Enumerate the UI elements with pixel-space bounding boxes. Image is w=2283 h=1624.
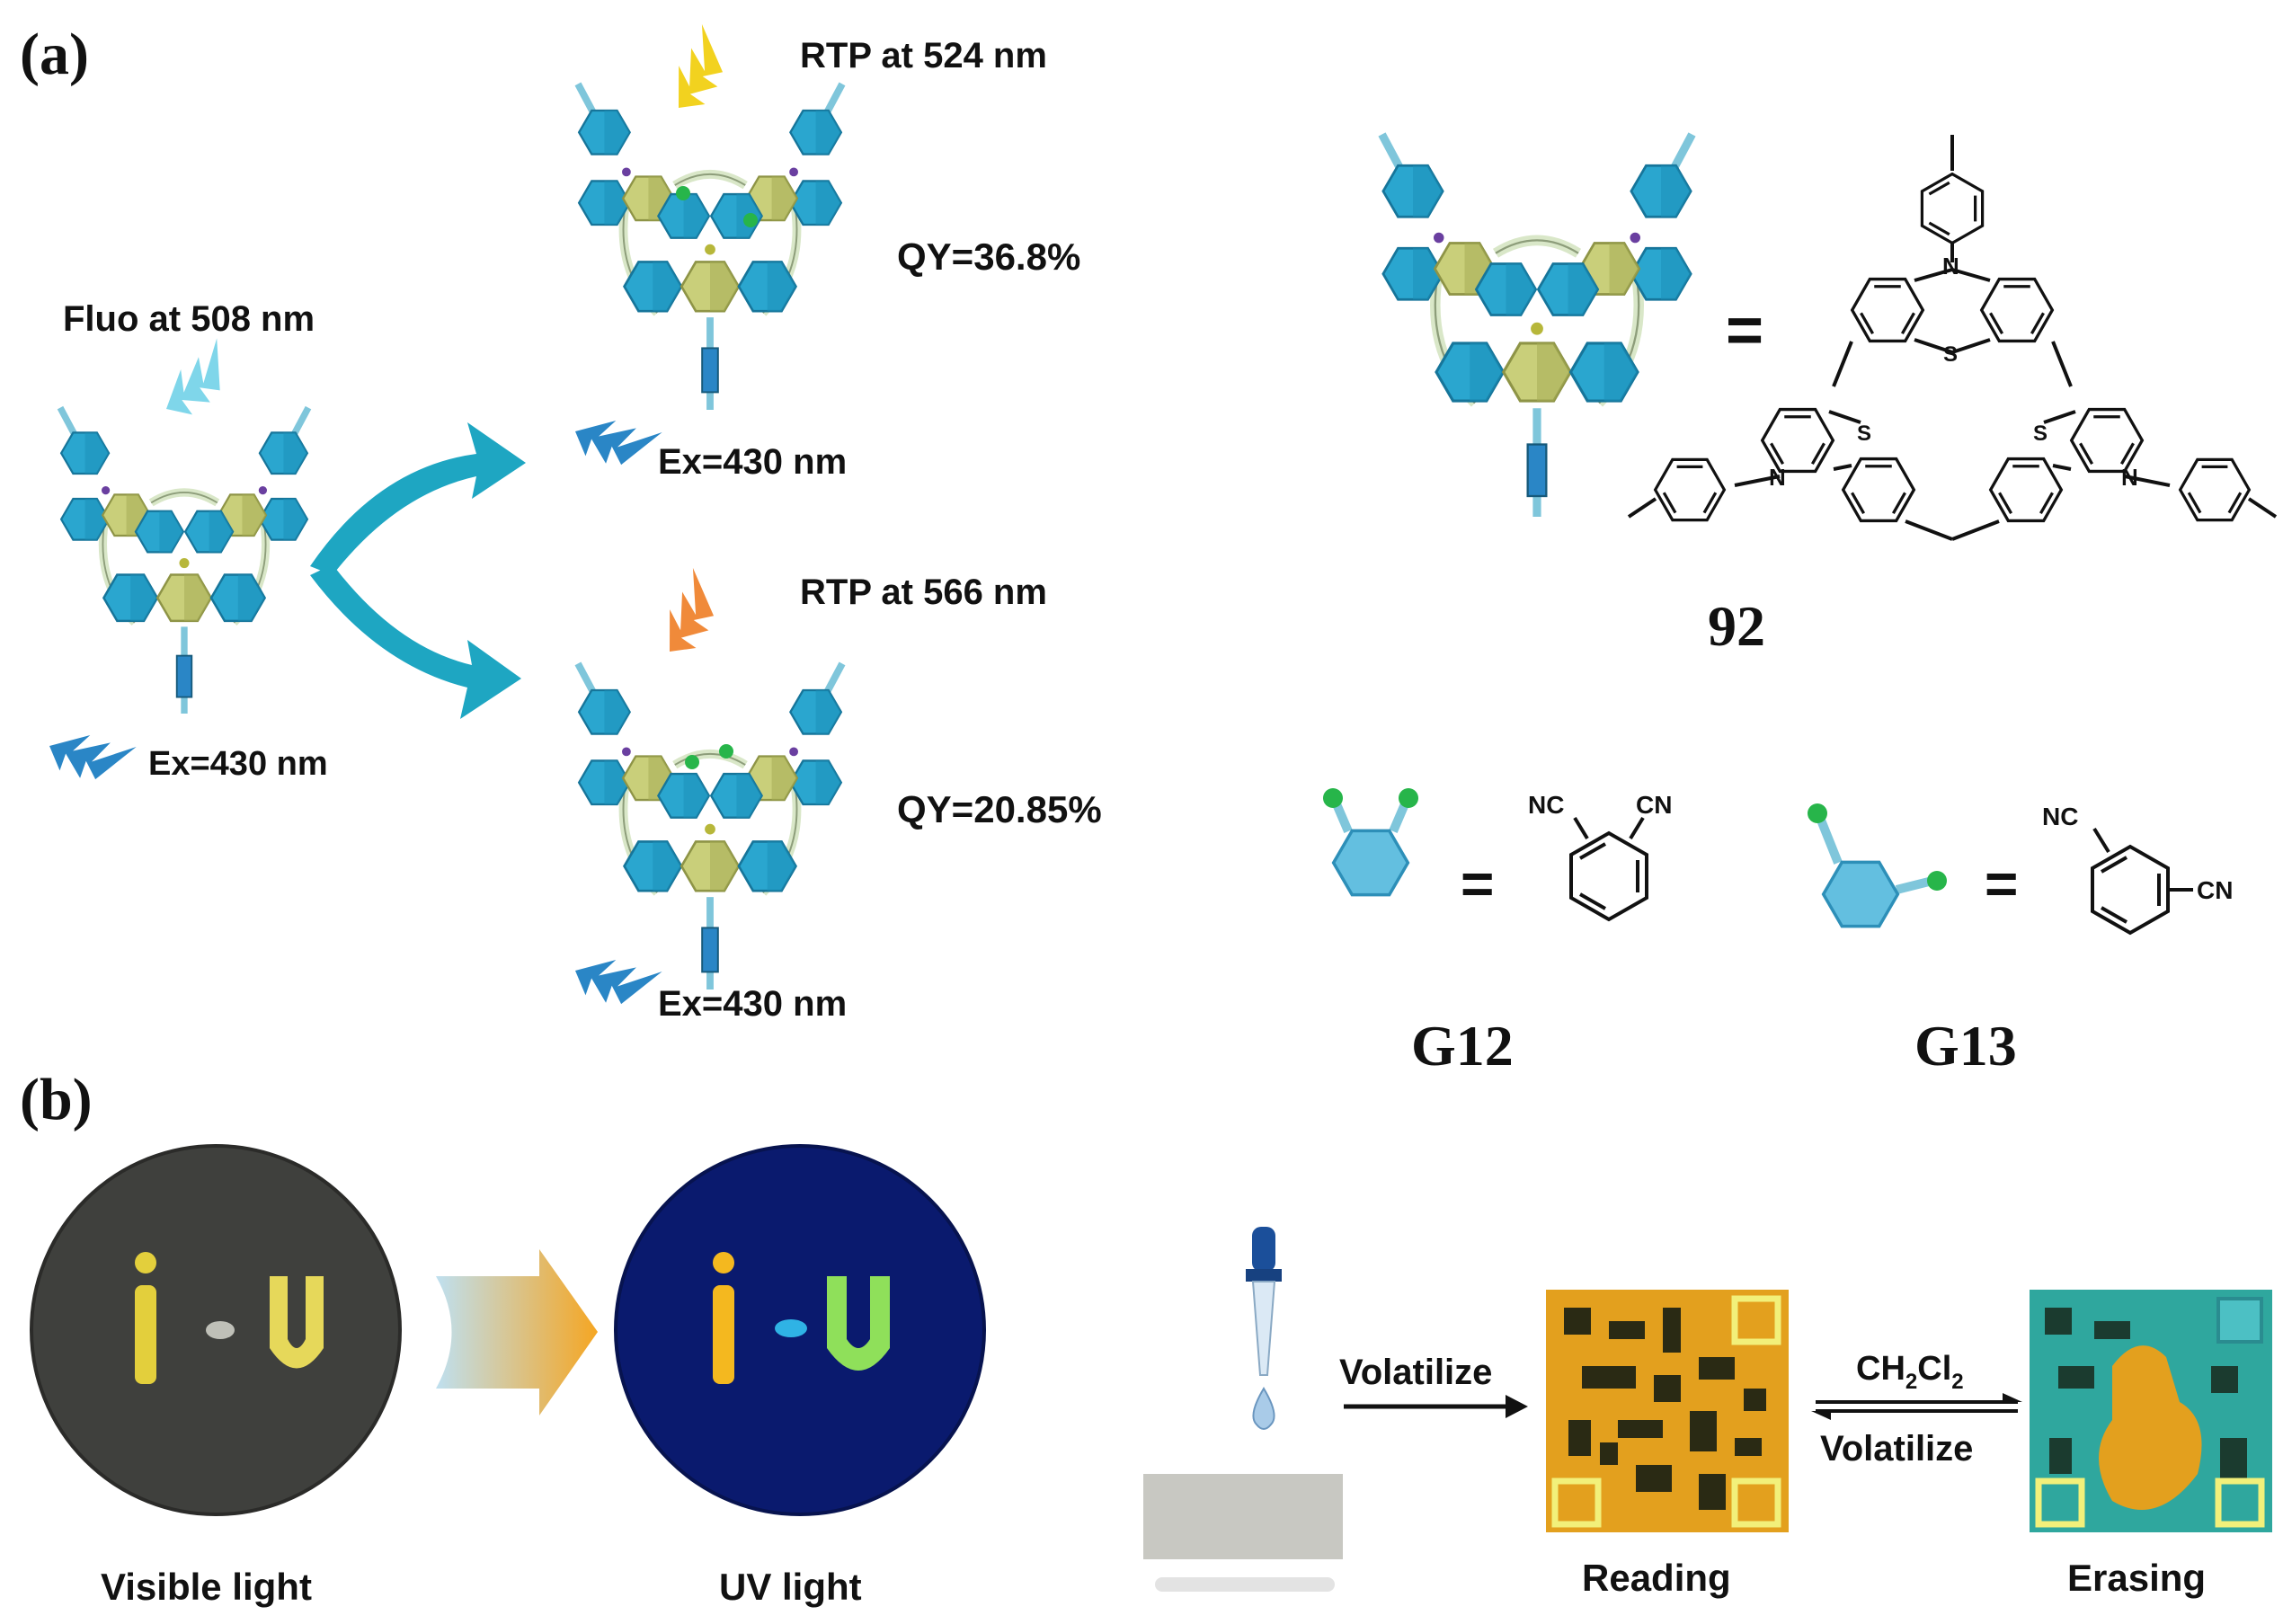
equals-sign: =: [1726, 295, 1763, 367]
guest-g13-label: G13: [1914, 1014, 2017, 1078]
reversible-arrow-icon: [1811, 1393, 2022, 1420]
ex-bottom-label: Ex=430 nm: [658, 984, 847, 1024]
erasing-caption: Erasing: [2067, 1557, 2206, 1599]
rtp-top-label: RTP at 524 nm: [800, 36, 1047, 75]
solvent-sub2: 2: [1951, 1370, 1963, 1394]
guest-g13-icon: [1808, 803, 1947, 927]
ex-top-label: Ex=430 nm: [658, 442, 847, 482]
qr-code-erasing: [2030, 1290, 2272, 1532]
branch-arrow-icon: [310, 422, 526, 719]
host-cage-empty: [1382, 135, 1692, 518]
lightning-bolt-icon: [42, 714, 137, 796]
fluo-label: Fluo at 508 nm: [63, 299, 315, 339]
dropper-icon: [1246, 1227, 1282, 1429]
guest-g12-label: G12: [1411, 1014, 1514, 1078]
guest-g12-icon: [1323, 788, 1418, 895]
volatilize-arrow-label: Volatilize: [1339, 1353, 1492, 1392]
atom-N-top: N: [1942, 253, 1959, 280]
atom-NC: NC: [2042, 803, 2078, 830]
solvent-ch: CH: [1856, 1350, 1905, 1388]
lightning-bolt-icon: [148, 338, 244, 424]
uv-light-photo: [616, 1146, 984, 1514]
lightning-bolt-icon: [568, 938, 662, 1021]
visible-light-caption: Visible light: [101, 1566, 312, 1608]
qy-top-label: QY=36.8%: [897, 235, 1080, 278]
qy-bottom-label: QY=20.85%: [897, 788, 1102, 830]
host-cage-fluo: [60, 408, 308, 714]
atom-S-right: S: [2033, 422, 2048, 446]
paper-strip: [1143, 1474, 1343, 1559]
visible-light-photo: [31, 1146, 400, 1514]
rtp-bottom-label: RTP at 566 nm: [800, 572, 1047, 612]
atom-CN: CN: [1636, 791, 1672, 819]
g13-structure: NC CN: [2042, 803, 2233, 933]
atom-S-left: S: [1857, 422, 1871, 446]
host-cage-g13: [578, 663, 842, 989]
atom-NC: NC: [1528, 791, 1564, 819]
ex-left-label: Ex=430 nm: [148, 745, 328, 783]
forward-arrow-icon: [1344, 1395, 1528, 1418]
reading-caption: Reading: [1582, 1557, 1731, 1599]
transform-arrow-icon: [436, 1249, 598, 1415]
equals-sign: =: [1985, 851, 2018, 916]
atom-N-right: N: [2121, 464, 2138, 491]
solvent-cl: Cl: [1917, 1350, 1951, 1388]
lightning-bolt-icon: [642, 568, 734, 663]
panel-b-label: (b): [20, 1067, 93, 1132]
lightning-bolt-icon: [651, 24, 743, 120]
panel-a-label: (a): [20, 22, 89, 87]
atom-S-top: S: [1943, 342, 1958, 367]
lightning-bolt-icon: [568, 399, 662, 482]
host-cage-g12: [578, 84, 842, 410]
compound-92-label: 92: [1708, 594, 1765, 658]
volatilize-back-label: Volatilize: [1820, 1429, 1973, 1469]
uv-light-caption: UV light: [719, 1566, 862, 1608]
equals-sign: =: [1461, 851, 1494, 916]
atom-CN: CN: [2197, 876, 2233, 904]
paper-shadow: [1155, 1577, 1335, 1592]
solvent-label: CH2Cl2: [1856, 1350, 1964, 1394]
solvent-sub1: 2: [1905, 1370, 1917, 1394]
g12-structure: NC CN: [1528, 791, 1672, 919]
qr-code-reading: [1546, 1290, 1789, 1532]
atom-N-left: N: [1769, 464, 1786, 491]
